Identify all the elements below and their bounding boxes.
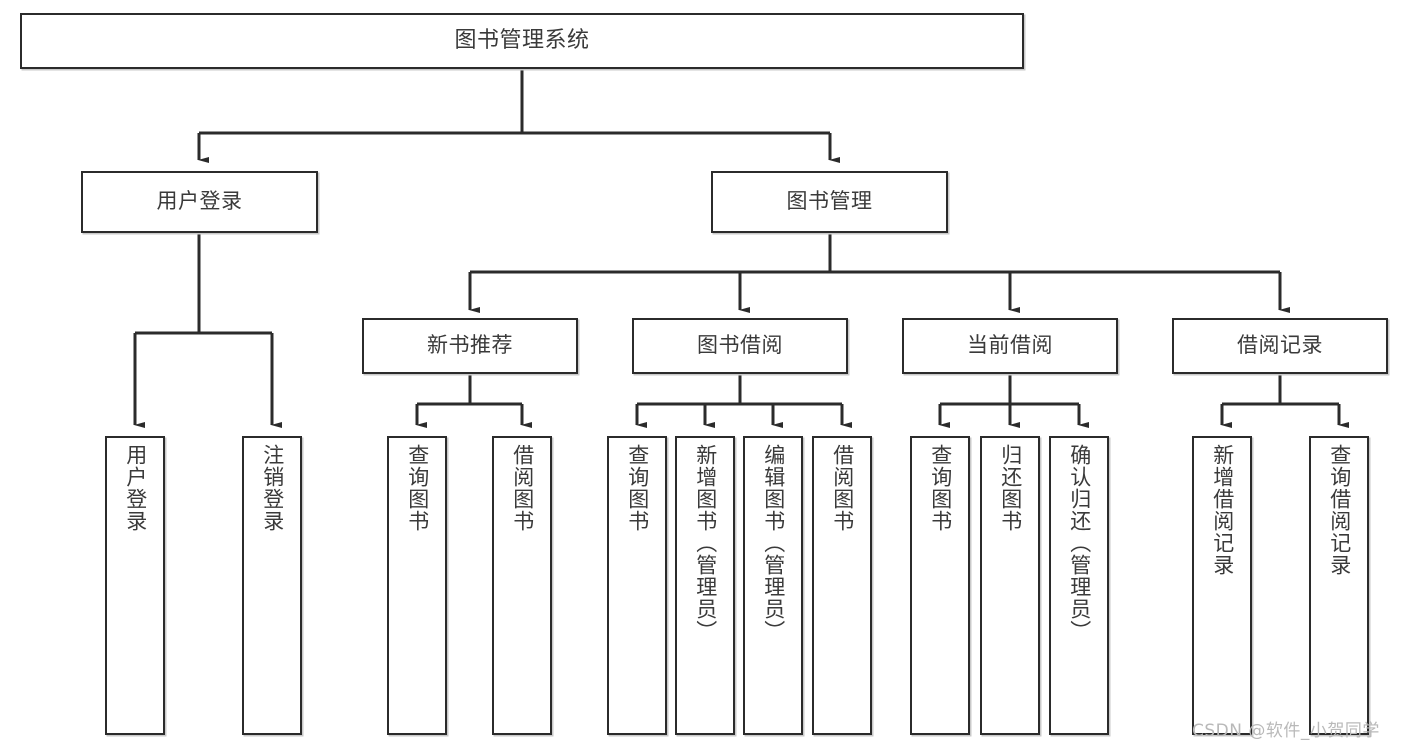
leaf-current-query-book[interactable]: 查询图书 bbox=[910, 436, 970, 735]
node-label: 查询图书 bbox=[405, 444, 430, 532]
leaf-user-login[interactable]: 用户登录 bbox=[105, 436, 165, 735]
csdn-watermark: CSDN @软件_小贺同学 bbox=[1192, 721, 1380, 741]
leaf-borrow-edit-book-admin[interactable]: 编辑图书（管理员） bbox=[743, 436, 803, 735]
leaf-record-add-borrow-record[interactable]: 新增借阅记录 bbox=[1192, 436, 1252, 735]
leaf-borrow-borrow-book[interactable]: 借阅图书 bbox=[812, 436, 872, 735]
node-user-login[interactable]: 用户登录 bbox=[81, 171, 318, 233]
node-borrow-record[interactable]: 借阅记录 bbox=[1172, 318, 1388, 374]
node-label: 归还图书 bbox=[998, 444, 1023, 532]
node-current-borrow[interactable]: 当前借阅 bbox=[902, 318, 1118, 374]
leaf-current-return-book[interactable]: 归还图书 bbox=[980, 436, 1040, 735]
leaf-current-confirm-return-admin[interactable]: 确认归还（管理员） bbox=[1049, 436, 1109, 735]
node-label: 借阅图书 bbox=[510, 444, 535, 532]
leaf-record-query-borrow-record[interactable]: 查询借阅记录 bbox=[1309, 436, 1369, 735]
node-label: 确认归还（管理员） bbox=[1067, 444, 1092, 642]
node-label: 新增借阅记录 bbox=[1210, 444, 1235, 576]
node-label: 新增图书（管理员） bbox=[693, 444, 718, 642]
node-label: 编辑图书（管理员） bbox=[761, 444, 786, 642]
leaf-borrow-query-book[interactable]: 查询图书 bbox=[607, 436, 667, 735]
leaf-borrow-add-book-admin[interactable]: 新增图书（管理员） bbox=[675, 436, 735, 735]
node-label: 新书推荐 bbox=[427, 333, 513, 358]
node-book-borrow[interactable]: 图书借阅 bbox=[632, 318, 848, 374]
node-label: 借阅图书 bbox=[830, 444, 855, 532]
node-book-management[interactable]: 图书管理 bbox=[711, 171, 948, 233]
node-label: 查询图书 bbox=[928, 444, 953, 532]
node-label: 图书管理 bbox=[786, 189, 873, 214]
node-label: 查询图书 bbox=[625, 444, 650, 532]
node-label: 注销登录 bbox=[260, 444, 285, 532]
node-label: 图书管理系统 bbox=[454, 27, 590, 53]
node-new-book-recommend[interactable]: 新书推荐 bbox=[362, 318, 578, 374]
node-label: 用户登录 bbox=[156, 189, 243, 214]
node-label: 查询借阅记录 bbox=[1327, 444, 1352, 576]
leaf-recommend-query-book[interactable]: 查询图书 bbox=[387, 436, 447, 735]
node-label: 用户登录 bbox=[123, 444, 148, 532]
node-label: 当前借阅 bbox=[967, 333, 1053, 358]
node-root-system[interactable]: 图书管理系统 bbox=[20, 13, 1024, 69]
leaf-logout-login[interactable]: 注销登录 bbox=[242, 436, 302, 735]
node-label: 借阅记录 bbox=[1237, 333, 1323, 358]
leaf-recommend-borrow-book[interactable]: 借阅图书 bbox=[492, 436, 552, 735]
node-label: 图书借阅 bbox=[697, 333, 783, 358]
